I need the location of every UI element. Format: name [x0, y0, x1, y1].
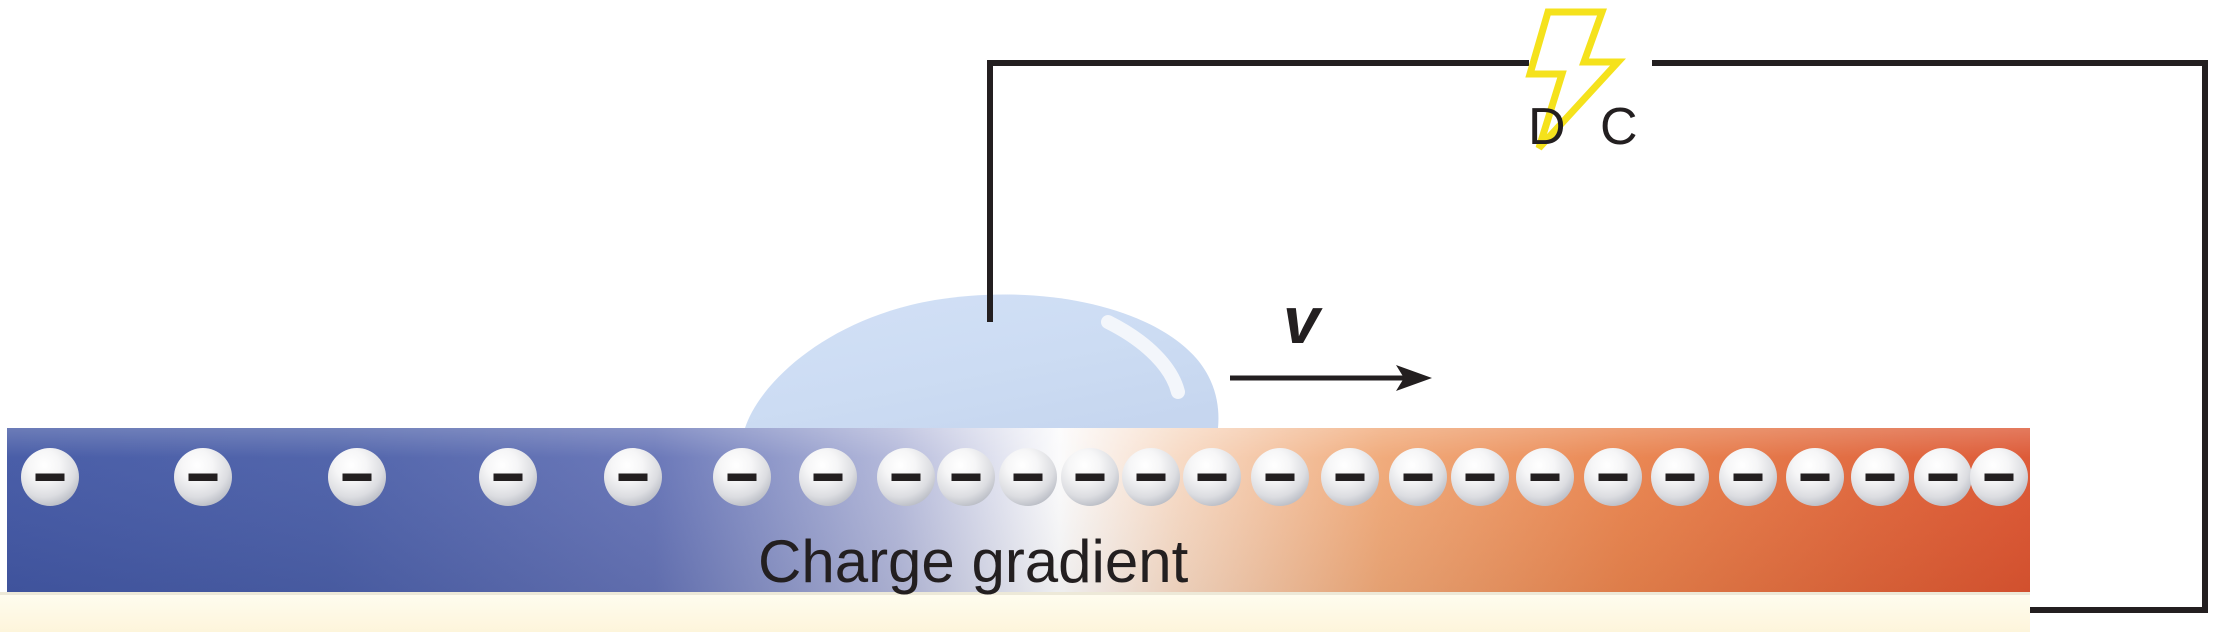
minus-sign	[1403, 473, 1433, 481]
minus-sign	[493, 473, 523, 481]
charge-sphere-group	[21, 448, 2028, 506]
negative-charge-icon	[1584, 448, 1642, 506]
charge-gradient-label: Charge gradient	[758, 528, 1189, 595]
minus-sign	[1984, 473, 2014, 481]
minus-sign	[813, 473, 843, 481]
minus-sign	[1865, 473, 1895, 481]
negative-charge-icon	[1451, 448, 1509, 506]
minus-sign	[951, 473, 981, 481]
minus-sign	[618, 473, 648, 481]
minus-sign	[1530, 473, 1560, 481]
negative-charge-icon	[999, 448, 1057, 506]
negative-charge-icon	[1251, 448, 1309, 506]
velocity-arrow	[1230, 365, 1432, 391]
negative-charge-icon	[1970, 448, 2028, 506]
minus-sign	[342, 473, 372, 481]
minus-sign	[1465, 473, 1495, 481]
negative-charge-icon	[1061, 448, 1119, 506]
minus-sign	[1800, 473, 1830, 481]
negative-charge-icon	[877, 448, 935, 506]
velocity-label: v	[1283, 283, 1320, 357]
negative-charge-icon	[1786, 448, 1844, 506]
negative-charge-icon	[1321, 448, 1379, 506]
negative-charge-icon	[937, 448, 995, 506]
minus-sign	[1075, 473, 1105, 481]
negative-charge-icon	[1719, 448, 1777, 506]
minus-sign	[727, 473, 757, 481]
water-droplet-icon	[745, 294, 1219, 428]
minus-sign	[1136, 473, 1166, 481]
minus-sign	[1335, 473, 1365, 481]
negative-charge-icon	[1389, 448, 1447, 506]
minus-sign	[35, 473, 65, 481]
negative-charge-icon	[174, 448, 232, 506]
dc-source-label: D C	[1528, 98, 1648, 156]
negative-charge-icon	[799, 448, 857, 506]
minus-sign	[891, 473, 921, 481]
negative-charge-icon	[713, 448, 771, 506]
negative-charge-icon	[1851, 448, 1909, 506]
minus-sign	[1013, 473, 1043, 481]
negative-charge-icon	[479, 448, 537, 506]
minus-sign	[188, 473, 218, 481]
circuit-wiring	[987, 60, 2208, 613]
minus-sign	[1733, 473, 1763, 481]
negative-charge-icon	[1914, 448, 1972, 506]
negative-charge-icon	[1122, 448, 1180, 506]
minus-sign	[1665, 473, 1695, 481]
minus-sign	[1265, 473, 1295, 481]
substrate-layer	[0, 592, 2030, 632]
minus-sign	[1197, 473, 1227, 481]
minus-sign	[1928, 473, 1958, 481]
negative-charge-icon	[1183, 448, 1241, 506]
negative-charge-icon	[1651, 448, 1709, 506]
negative-charge-icon	[1516, 448, 1574, 506]
negative-charge-icon	[328, 448, 386, 506]
minus-sign	[1598, 473, 1628, 481]
negative-charge-icon	[21, 448, 79, 506]
negative-charge-icon	[604, 448, 662, 506]
lightning-bolt-icon	[1525, 8, 1626, 151]
